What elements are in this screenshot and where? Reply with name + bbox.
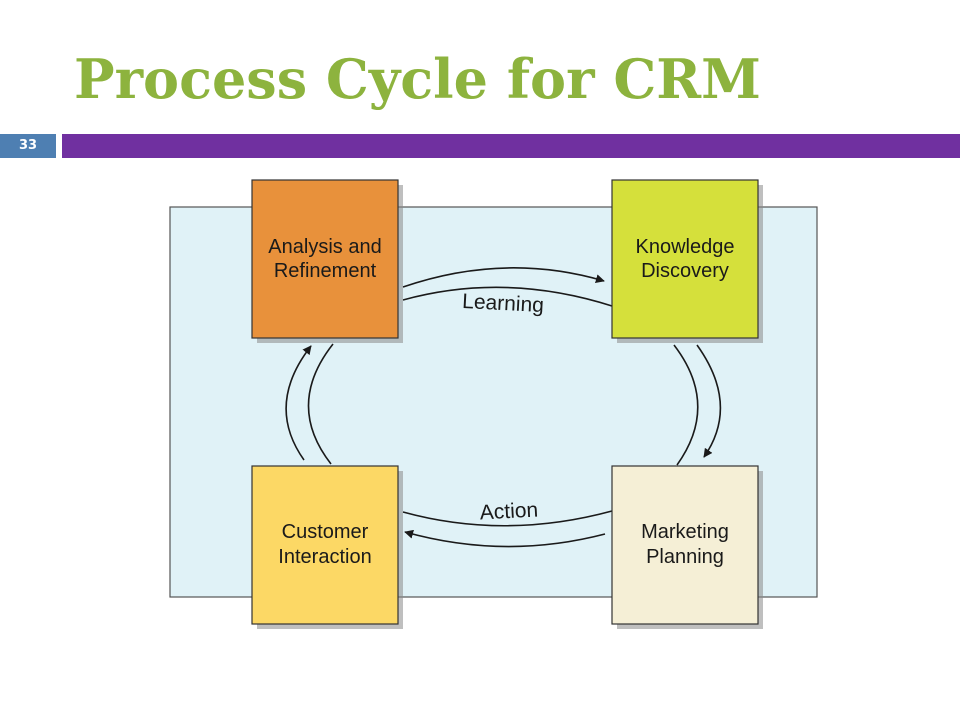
- interaction-to-analysis-arrow: [285, 345, 312, 461]
- slide-title: Process Cycle for CRM: [74, 47, 761, 111]
- marketing-planning-box: Marketing Planning: [611, 465, 763, 629]
- discovery-to-planning-inner-curve: [673, 344, 699, 466]
- learning-arrow-inner-curve: [402, 286, 613, 307]
- cycle-arrows: [285, 267, 722, 548]
- action-arrow: [404, 529, 606, 548]
- customer-label-line-2: Interaction: [278, 546, 371, 568]
- marketing-label-line-2: Planning: [646, 546, 724, 568]
- learning-arrow: [402, 267, 605, 288]
- action-arrow-inner-curve: [402, 510, 613, 527]
- action-label: Action: [479, 498, 538, 524]
- marketing-label-line-1: Marketing: [641, 521, 729, 543]
- knowledge-label-line-2: Discovery: [641, 260, 729, 282]
- analysis-refinement-box: Analysis and Refinement: [251, 179, 403, 343]
- slide-number: 33: [0, 134, 56, 158]
- analysis-label-line-1: Analysis and: [268, 236, 381, 258]
- knowledge-discovery-box: Knowledge Discovery: [611, 179, 763, 343]
- analysis-label-line-2: Refinement: [274, 260, 377, 282]
- customer-label-line-1: Customer: [282, 521, 369, 543]
- knowledge-label-line-1: Knowledge: [636, 236, 735, 258]
- title-divider-bar: [62, 134, 960, 158]
- discovery-to-planning-arrow: [696, 344, 722, 458]
- learning-label: Learning: [462, 290, 545, 317]
- customer-interaction-box: Customer Interaction: [251, 465, 403, 629]
- interaction-to-analysis-inner-curve: [307, 343, 334, 465]
